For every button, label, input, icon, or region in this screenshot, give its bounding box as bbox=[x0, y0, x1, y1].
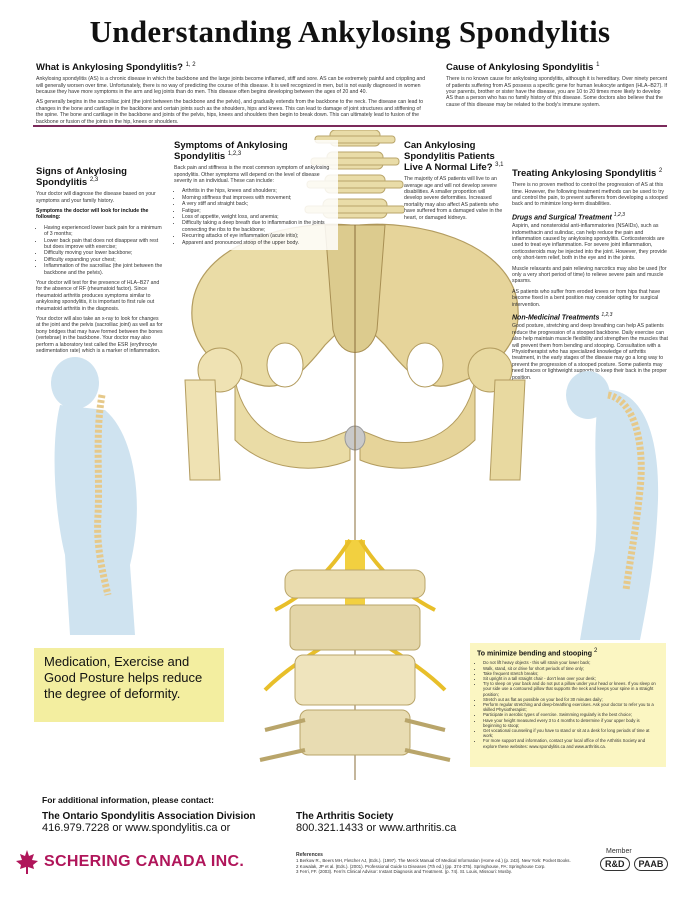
logo-text: SCHERING CANADA INC. bbox=[44, 853, 245, 870]
member-badges: Member R&D PAAB bbox=[600, 848, 692, 871]
list-item: Try to sleep on your back and do not put… bbox=[483, 681, 659, 697]
list-item: Have your height measured every 3 to 4 m… bbox=[483, 718, 659, 728]
drug-heading: Drugs and Surgical Treatment 1,2,3 bbox=[512, 211, 625, 222]
list-item: Difficulty expanding your chest; bbox=[44, 257, 164, 263]
list-item: Perform regular stretching and deep-brea… bbox=[483, 702, 659, 712]
schering-logo: SCHERING CANADA INC. bbox=[16, 850, 244, 874]
treating-intro: There is no proven method to control the… bbox=[512, 182, 668, 208]
signs-section: Signs of Ankylosing Spondylitis 2,3 Your… bbox=[36, 166, 164, 359]
org-1-contact[interactable]: 416.979.7228 or www.spondylitis.ca or bbox=[42, 822, 231, 834]
list-item: Recurring attacks of eye inflammation (a… bbox=[182, 233, 338, 239]
cause-text: There is no known cause for ankylosing s… bbox=[446, 76, 668, 108]
maple-leaf-icon bbox=[16, 850, 38, 874]
list-item: Stretch out as flat as possible on your … bbox=[483, 697, 659, 702]
list-item: Walk, stand, sit or drive for short peri… bbox=[483, 666, 659, 671]
signs-heading: Signs of Ankylosing Spondylitis 2,3 bbox=[36, 166, 127, 189]
list-item: Difficulty taking a deep breath due to i… bbox=[182, 220, 338, 233]
signs-para-2: Your doctor will test for the presence o… bbox=[36, 280, 160, 312]
org-2-contact[interactable]: 800.321.1433 or www.arthritis.ca bbox=[296, 822, 457, 834]
bending-tips-box: To minimize bending and stooping 2 Do no… bbox=[470, 643, 666, 767]
signs-para-3: Your doctor will also take an x-ray to l… bbox=[36, 316, 163, 355]
list-item: Loss of appetite, weight loss, and anemi… bbox=[182, 214, 338, 220]
treating-section: Treating Ankylosing Spondylitis 2 There … bbox=[512, 168, 668, 385]
signs-list: Having experienced lower back pain for a… bbox=[36, 225, 164, 276]
list-item: Get vocational counseling if you have to… bbox=[483, 728, 659, 738]
page-title: Understanding Ankylosing Spondylitis bbox=[89, 14, 611, 49]
cause-section: Cause of Ankylosing Spondylitis 1 There … bbox=[446, 62, 668, 112]
callout-box: Medication, Exercise and Good Posture he… bbox=[34, 648, 224, 722]
member-label: Member bbox=[606, 848, 632, 855]
list-item: Lower back pain that does not disappear … bbox=[44, 238, 164, 251]
normal-life-text: The majority of AS patients will live to… bbox=[404, 176, 503, 221]
references-heading: References bbox=[296, 852, 323, 858]
symptoms-section: Symptoms of Ankylosing Spondylitis 1,2,3… bbox=[174, 140, 338, 251]
signs-intro: Your doctor will diagnose the disease ba… bbox=[36, 191, 156, 204]
cause-heading: Cause of Ankylosing Spondylitis 1 bbox=[446, 62, 600, 74]
drug-para-2: Muscle relaxants and pain relieving narc… bbox=[512, 265, 667, 285]
normal-life-section: Can Ankylosing Spondylitis Patients Live… bbox=[404, 140, 504, 225]
org-2-name: The Arthritis Society bbox=[296, 811, 394, 822]
bending-heading: To minimize bending and stooping 2 bbox=[477, 648, 598, 658]
treating-heading: Treating Ankylosing Spondylitis 2 bbox=[512, 168, 663, 180]
contact-org-1: The Ontario Spondylitis Association Divi… bbox=[42, 811, 256, 834]
paab-badge: PAAB bbox=[633, 857, 669, 871]
list-item: Do not lift heavy objects - this will st… bbox=[483, 660, 659, 665]
list-item: Apparent and pronounced stoop of the upp… bbox=[182, 240, 338, 246]
callout-text: Medication, Exercise and Good Posture he… bbox=[44, 654, 203, 701]
list-item: Participate in aerobic types of exercise… bbox=[483, 712, 659, 717]
what-is-para-2: AS generally begins in the sacroiliac jo… bbox=[36, 99, 424, 125]
rd-badge: R&D bbox=[600, 857, 630, 871]
list-item: Inflammation of the sacroiliac (the join… bbox=[44, 263, 164, 276]
contact-org-2: The Arthritis Society 800.321.1433 or ww… bbox=[296, 811, 456, 834]
list-item: Having experienced lower back pain for a… bbox=[44, 225, 164, 238]
reference-item: 1 Berkow R., Beers MH, Fletcher AJ, (Eds… bbox=[296, 858, 571, 864]
bending-list: Do not lift heavy objects - this will st… bbox=[477, 660, 659, 748]
what-is-section: What is Ankylosing Spondylitis? 1, 2 Ank… bbox=[36, 62, 426, 129]
org-1-name: The Ontario Spondylitis Association Divi… bbox=[42, 811, 256, 822]
upright-figure-illustration bbox=[51, 357, 137, 635]
list-item: A very stiff and straight back; bbox=[182, 201, 338, 207]
list-item: Morning stiffness that improves with mov… bbox=[182, 195, 338, 201]
pelvis-spine-illustration bbox=[184, 130, 526, 780]
drug-para-1: Aspirin, and nonsteroidal anti-inflammat… bbox=[512, 223, 667, 262]
section-divider bbox=[33, 125, 667, 127]
drug-para-3: AS patients who suffer from eroded knees… bbox=[512, 288, 661, 308]
what-is-heading: What is Ankylosing Spondylitis? 1, 2 bbox=[36, 62, 196, 74]
signs-subheading: Symptoms the doctor will look for includ… bbox=[36, 207, 149, 221]
stooped-figure-illustration bbox=[566, 371, 659, 640]
reference-item: 2 Kowalak, JP et al. (Eds.). (2001). Pro… bbox=[296, 863, 546, 869]
reference-item: 3 Ferri, FF. (2003). Ferri's Clinical Ad… bbox=[296, 868, 512, 874]
contact-intro: For additional information, please conta… bbox=[42, 795, 214, 805]
list-item: Fatigue; bbox=[182, 208, 338, 214]
references: References 1 Berkow R., Beers MH, Fletch… bbox=[296, 852, 592, 874]
what-is-para-1: Ankylosing spondylitis (AS) is a chronic… bbox=[36, 76, 426, 95]
list-item: Sit upright in a tall straight chair - d… bbox=[483, 676, 659, 681]
symptoms-heading: Symptoms of Ankylosing Spondylitis 1,2,3 bbox=[174, 140, 288, 163]
normal-life-heading: Can Ankylosing Spondylitis Patients Live… bbox=[404, 140, 504, 174]
symptoms-list: Arthritis in the hips, knees and shoulde… bbox=[174, 188, 338, 246]
list-item: For more support and information, contac… bbox=[483, 738, 659, 748]
list-item: Difficulty moving your lower backbone; bbox=[44, 250, 164, 256]
nonmed-heading: Non-Medicinal Treatments 1,2,3 bbox=[512, 311, 613, 322]
list-item: Take frequent stretch breaks; bbox=[483, 671, 659, 676]
symptoms-intro: Back pain and stiffness is the most comm… bbox=[174, 165, 330, 184]
list-item: Arthritis in the hips, knees and shoulde… bbox=[182, 188, 338, 194]
